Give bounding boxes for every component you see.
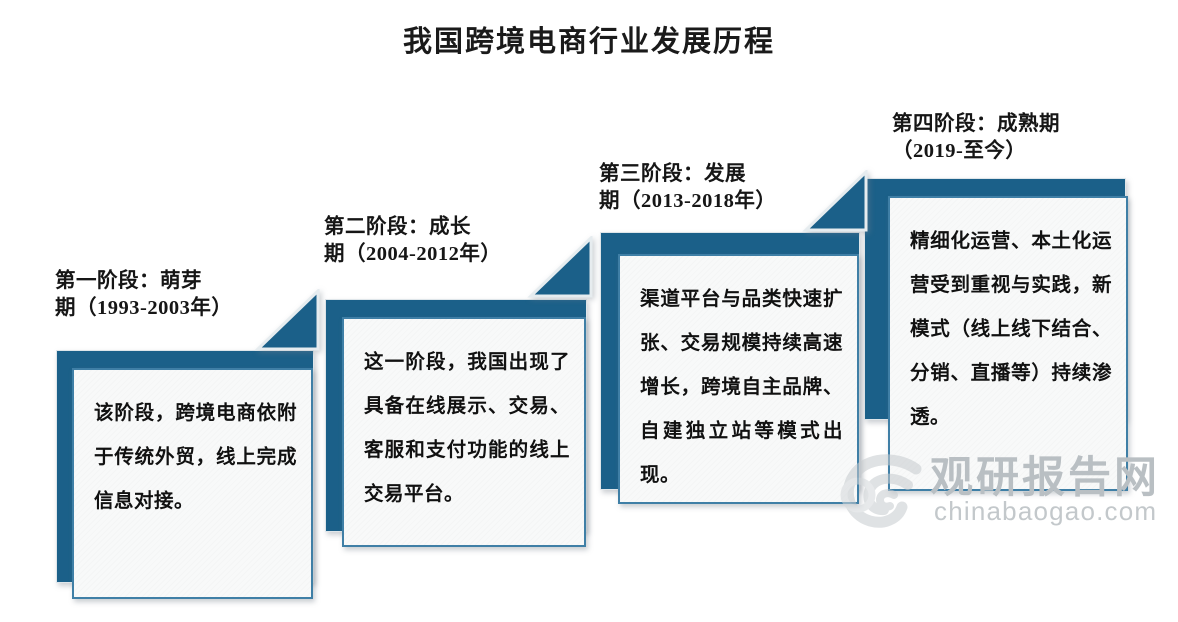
stage-card-1[interactable]: 该阶段，跨境电商依附于传统外贸，线上完成信息对接。 — [72, 368, 313, 599]
stage-connector-ramp-1 — [252, 289, 322, 353]
stage-connector-ramp-3 — [800, 170, 870, 234]
stage-connector-ramp-2 — [525, 236, 595, 300]
stage-label-4: 第四阶段：成熟期 （2019-至今） — [892, 113, 1060, 162]
stage-card-4[interactable]: 精细化运营、本土化运营受到重视与实践，新模式（线上线下结合、分销、直播等）持续渗… — [888, 196, 1128, 491]
stage-label-3: 第三阶段：发展 期（2013-2018年） — [599, 163, 777, 212]
page-title: 我国跨境电商行业发展历程 — [402, 26, 775, 58]
stage-body-4: 精细化运营、本土化运营受到重视与实践，新模式（线上线下结合、分销、直播等）持续渗… — [910, 231, 1112, 428]
stage-label-1: 第一阶段：萌芽 期（1993-2003年） — [55, 270, 233, 319]
stage-card-2[interactable]: 这一阶段，我国出现了具备在线展示、交易、客服和支付功能的线上交易平台。 — [342, 317, 586, 547]
watermark-url: chinabaogao.com — [934, 496, 1158, 526]
stage-card-3[interactable]: 渠道平台与品类快速扩张、交易规模持续高速增长，跨境自主品牌、自建独立站等模式出现… — [618, 254, 859, 504]
stage-body-3: 渠道平台与品类快速扩张、交易规模持续高速增长，跨境自主品牌、自建独立站等模式出现… — [640, 289, 843, 486]
stage-label-2: 第二阶段：成长 期（2004-2012年） — [324, 216, 502, 265]
stage-body-2: 这一阶段，我国出现了具备在线展示、交易、客服和支付功能的线上交易平台。 — [364, 352, 570, 505]
stage-body-1: 该阶段，跨境电商依附于传统外贸，线上完成信息对接。 — [94, 403, 297, 512]
